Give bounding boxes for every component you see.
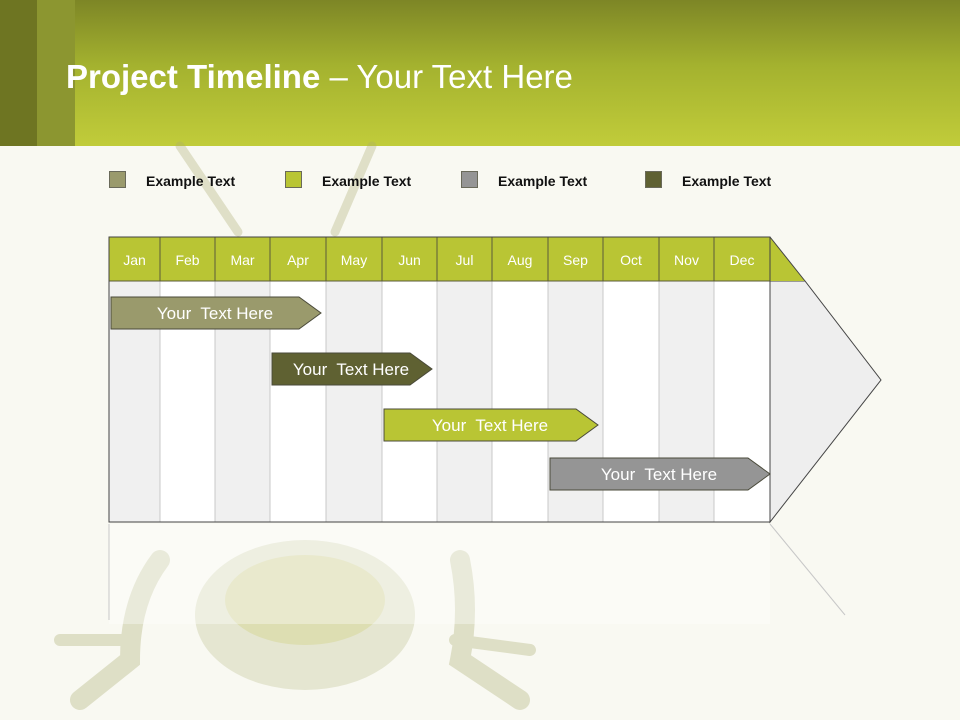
antenna-shape	[175, 141, 243, 237]
legend-swatch	[645, 171, 662, 188]
month-label: Oct	[620, 252, 642, 268]
leg-shape	[70, 550, 170, 710]
bug-body-shape	[195, 540, 415, 690]
month-header-cell	[491, 236, 549, 282]
header-stripe	[37, 0, 75, 146]
month-label: Apr	[287, 252, 309, 268]
month-label: Dec	[730, 252, 755, 268]
month-label: Aug	[508, 252, 533, 268]
task-bar-label: Your Text Here	[157, 304, 273, 323]
legend-swatch	[461, 171, 478, 188]
legend-label: Example Text	[146, 173, 236, 189]
task-bar-label: Your Text Here	[601, 465, 717, 484]
legend-label: Example Text	[498, 173, 588, 189]
header-stripe	[0, 0, 37, 146]
timeline-arrow-edge	[769, 236, 806, 282]
month-label: Sep	[563, 252, 588, 268]
month-column	[436, 280, 493, 523]
reflection-edge	[769, 523, 846, 616]
month-label: May	[341, 252, 367, 268]
month-header-cell	[269, 236, 327, 282]
task-bar	[271, 352, 433, 386]
month-column	[491, 280, 549, 523]
legend-label: Example Text	[682, 173, 772, 189]
legend-swatch	[285, 171, 302, 188]
timeline-border	[108, 236, 771, 523]
legend-label: Example Text	[322, 173, 412, 189]
leg-shape	[449, 634, 536, 656]
title-subtitle: – Your Text Here	[320, 58, 573, 95]
task-bar	[110, 296, 322, 330]
month-label: Mar	[230, 252, 254, 268]
task-bar	[383, 408, 599, 442]
month-column	[381, 280, 438, 523]
task-bar	[549, 457, 771, 491]
task-bar-label: Your Text Here	[432, 416, 548, 435]
header-banner: Project Timeline – Your Text Here	[0, 0, 960, 146]
month-label: Jun	[398, 252, 421, 268]
timeline-arrow-head	[769, 280, 882, 524]
month-label: Jul	[456, 252, 474, 268]
task-bar-label: Your Text Here	[293, 360, 409, 379]
month-header-cell	[108, 236, 161, 282]
timeline-reflection	[109, 524, 770, 624]
month-header-cell	[325, 236, 383, 282]
month-header-cell	[602, 236, 660, 282]
month-label: Feb	[175, 252, 199, 268]
month-header-cell	[547, 236, 604, 282]
title-main: Project Timeline	[66, 58, 321, 95]
legend-swatch	[109, 171, 126, 188]
month-label: Nov	[674, 252, 699, 268]
month-header-cell	[214, 236, 271, 282]
page-title: Project Timeline – Your Text Here	[66, 58, 573, 96]
month-column	[325, 280, 383, 523]
bug-head-shape	[225, 555, 385, 645]
leg-shape	[448, 550, 530, 710]
antenna-shape	[330, 141, 377, 237]
month-label: Jan	[123, 252, 146, 268]
